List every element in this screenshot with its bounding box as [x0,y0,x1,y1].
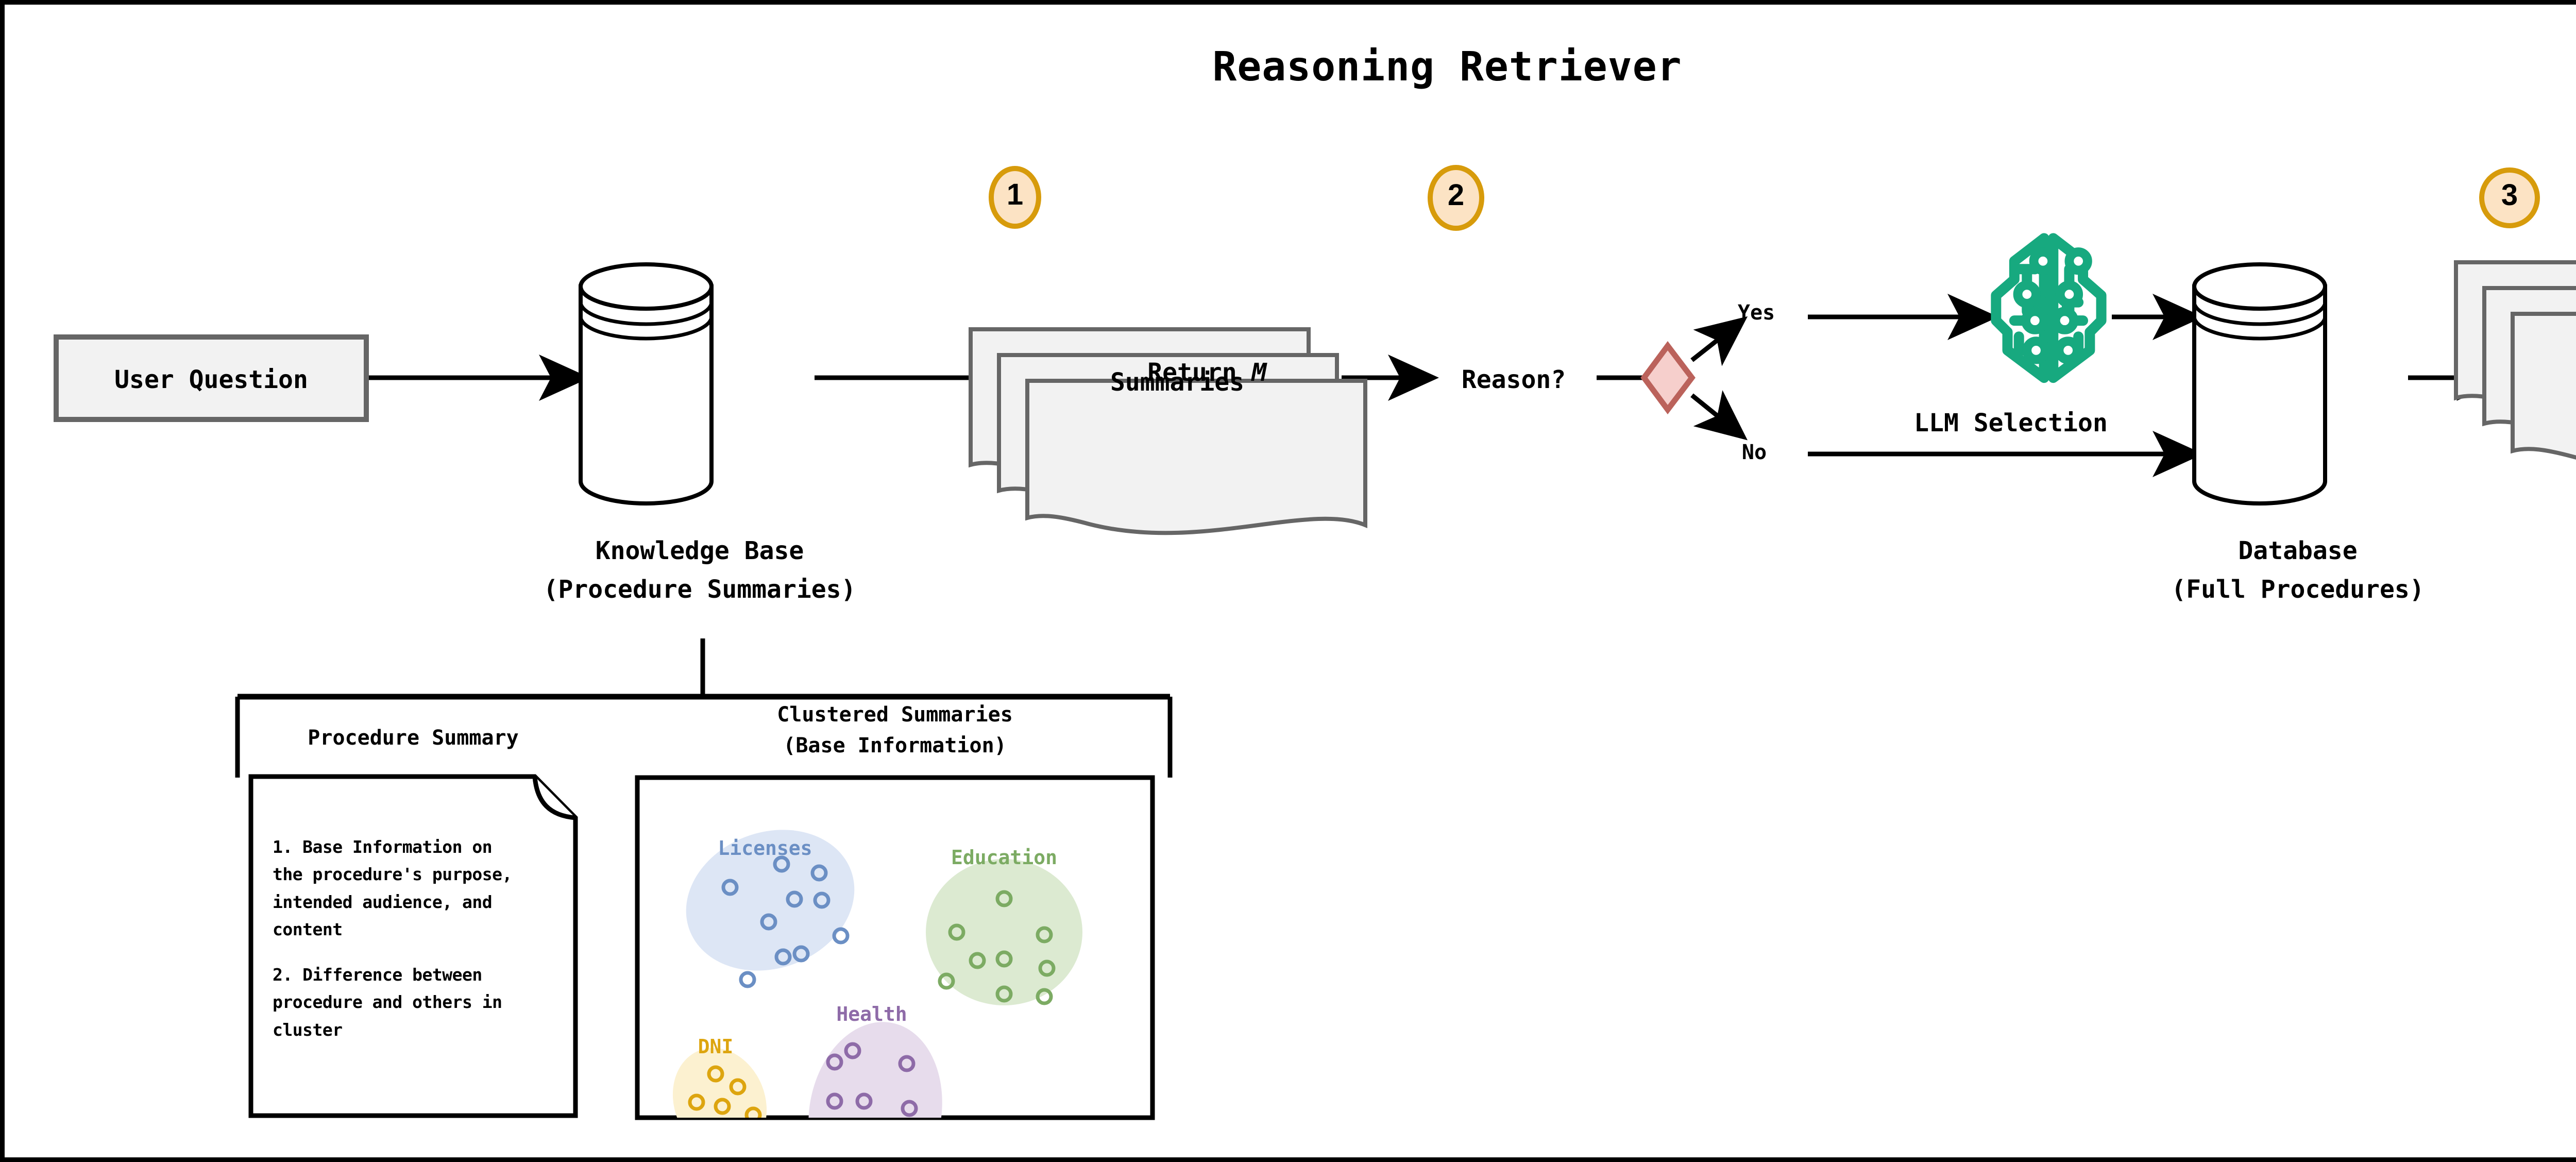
procedure-summary-body: 1. Base Information on the procedure's pu… [273,833,566,1043]
knowledge-base-label-line2: (Procedure Summaries) [543,575,856,604]
procedures-document-stack [2454,260,2576,460]
cluster-point [786,890,803,908]
user-question-box [54,334,369,422]
summaries-label-prefix: Return [1147,358,1252,387]
cluster-point [760,913,777,931]
database-label-line1: Database [2238,536,2358,565]
cluster-point [813,891,831,909]
note-line: 2. Difference between [273,964,482,985]
note-line: intended audience, and [273,891,493,912]
cluster-label-education: Education [951,846,1057,869]
cluster-point [729,1078,747,1096]
cluster-point [721,879,739,896]
note-line: 1. Base Information on [273,837,493,857]
branch-no-label: No [1741,441,1767,464]
edge-decision-yes [1690,316,1748,366]
cluster-point [774,948,792,966]
step-badge-3 [2479,167,2540,228]
summaries-label-line2: Summaries [1110,368,1245,397]
cluster-region-education [926,859,1082,1005]
page-title: Reasoning Retriever [1212,44,1682,90]
cluster-label-health: Health [836,1003,907,1025]
cluster-point [700,1123,714,1136]
cluster-point [916,1151,929,1162]
cluster-point [832,927,850,945]
cluster-point [969,952,986,969]
cluster-point [826,1053,843,1071]
llm-selection-label: LLM Selection [1914,409,2108,437]
knowledge-base-cylinder [579,262,714,506]
cluster-point [739,971,756,988]
diagram-vector-layer [54,165,2576,1162]
knowledge-base-label-line1: Knowledge Base [595,536,804,565]
note-line: the procedure's purpose, [273,864,512,885]
cluster-scatter-layer [672,830,1082,1162]
cluster-point [688,1093,705,1111]
step-badge-2 [1428,165,1484,231]
note-line: content [273,919,343,940]
cluster-point [841,1132,854,1145]
note-line: cluster [273,1019,343,1040]
note-line: procedure and others in [273,992,502,1013]
cluster-region-licenses [686,830,855,971]
edge-decision-no [1690,390,1748,441]
cluster-label-dni: DNI [698,1035,734,1058]
cluster-point [714,1098,731,1115]
cluster-point [948,923,965,941]
cluster-label-licenses: Licenses [718,837,812,860]
cluster-point [898,1055,916,1072]
database-cylinder [2192,262,2327,506]
user-question-label: User Question [114,365,308,394]
cluster-point [810,864,828,882]
cluster-point [995,985,1013,1003]
clustered-summaries-heading-line2: (Base Information) [783,734,1007,757]
step-badge-1 [989,166,1041,229]
cluster-region-health [808,1022,942,1118]
cluster-point [938,972,955,990]
cluster-point [995,890,1013,907]
cluster-point [726,1139,739,1153]
cluster-point [995,950,1013,968]
cluster-point [826,1092,843,1110]
decision-diamond [1640,341,1696,415]
reason-question-label: Reason? [1461,365,1566,394]
cluster-point [855,1092,873,1110]
cluster-region-dni [672,1048,767,1118]
summaries-label-variable: M [1251,358,1267,387]
cluster-point [1036,988,1053,1005]
step-badge-3-label: 3 [2501,178,2518,212]
clustered-summaries-heading-line1: Clustered Summaries [777,703,1013,727]
summaries-document-stack [969,327,1367,535]
note-line [273,944,566,961]
cluster-point [1038,959,1056,977]
kb-detail-bracket [235,638,1173,778]
summaries-label-line1: Return M [1088,329,1267,416]
procedure-summary-note [248,774,578,1118]
cluster-point [1036,926,1053,944]
branch-yes-label: Yes [1737,301,1775,325]
cluster-point [773,855,790,873]
cluster-point [878,1132,891,1145]
cluster-point [844,1042,861,1059]
step-badge-2-label: 2 [1447,178,1465,212]
cluster-point [744,1106,762,1118]
step-badge-1-label: 1 [1006,178,1024,211]
cluster-point [901,1100,918,1117]
procedure-summary-heading: Procedure Summary [308,726,519,750]
brain-circuit-icon [1991,233,2107,383]
cluster-point [792,945,810,963]
database-label-line2: (Full Procedures) [2171,575,2425,604]
cluster-point [707,1065,724,1083]
